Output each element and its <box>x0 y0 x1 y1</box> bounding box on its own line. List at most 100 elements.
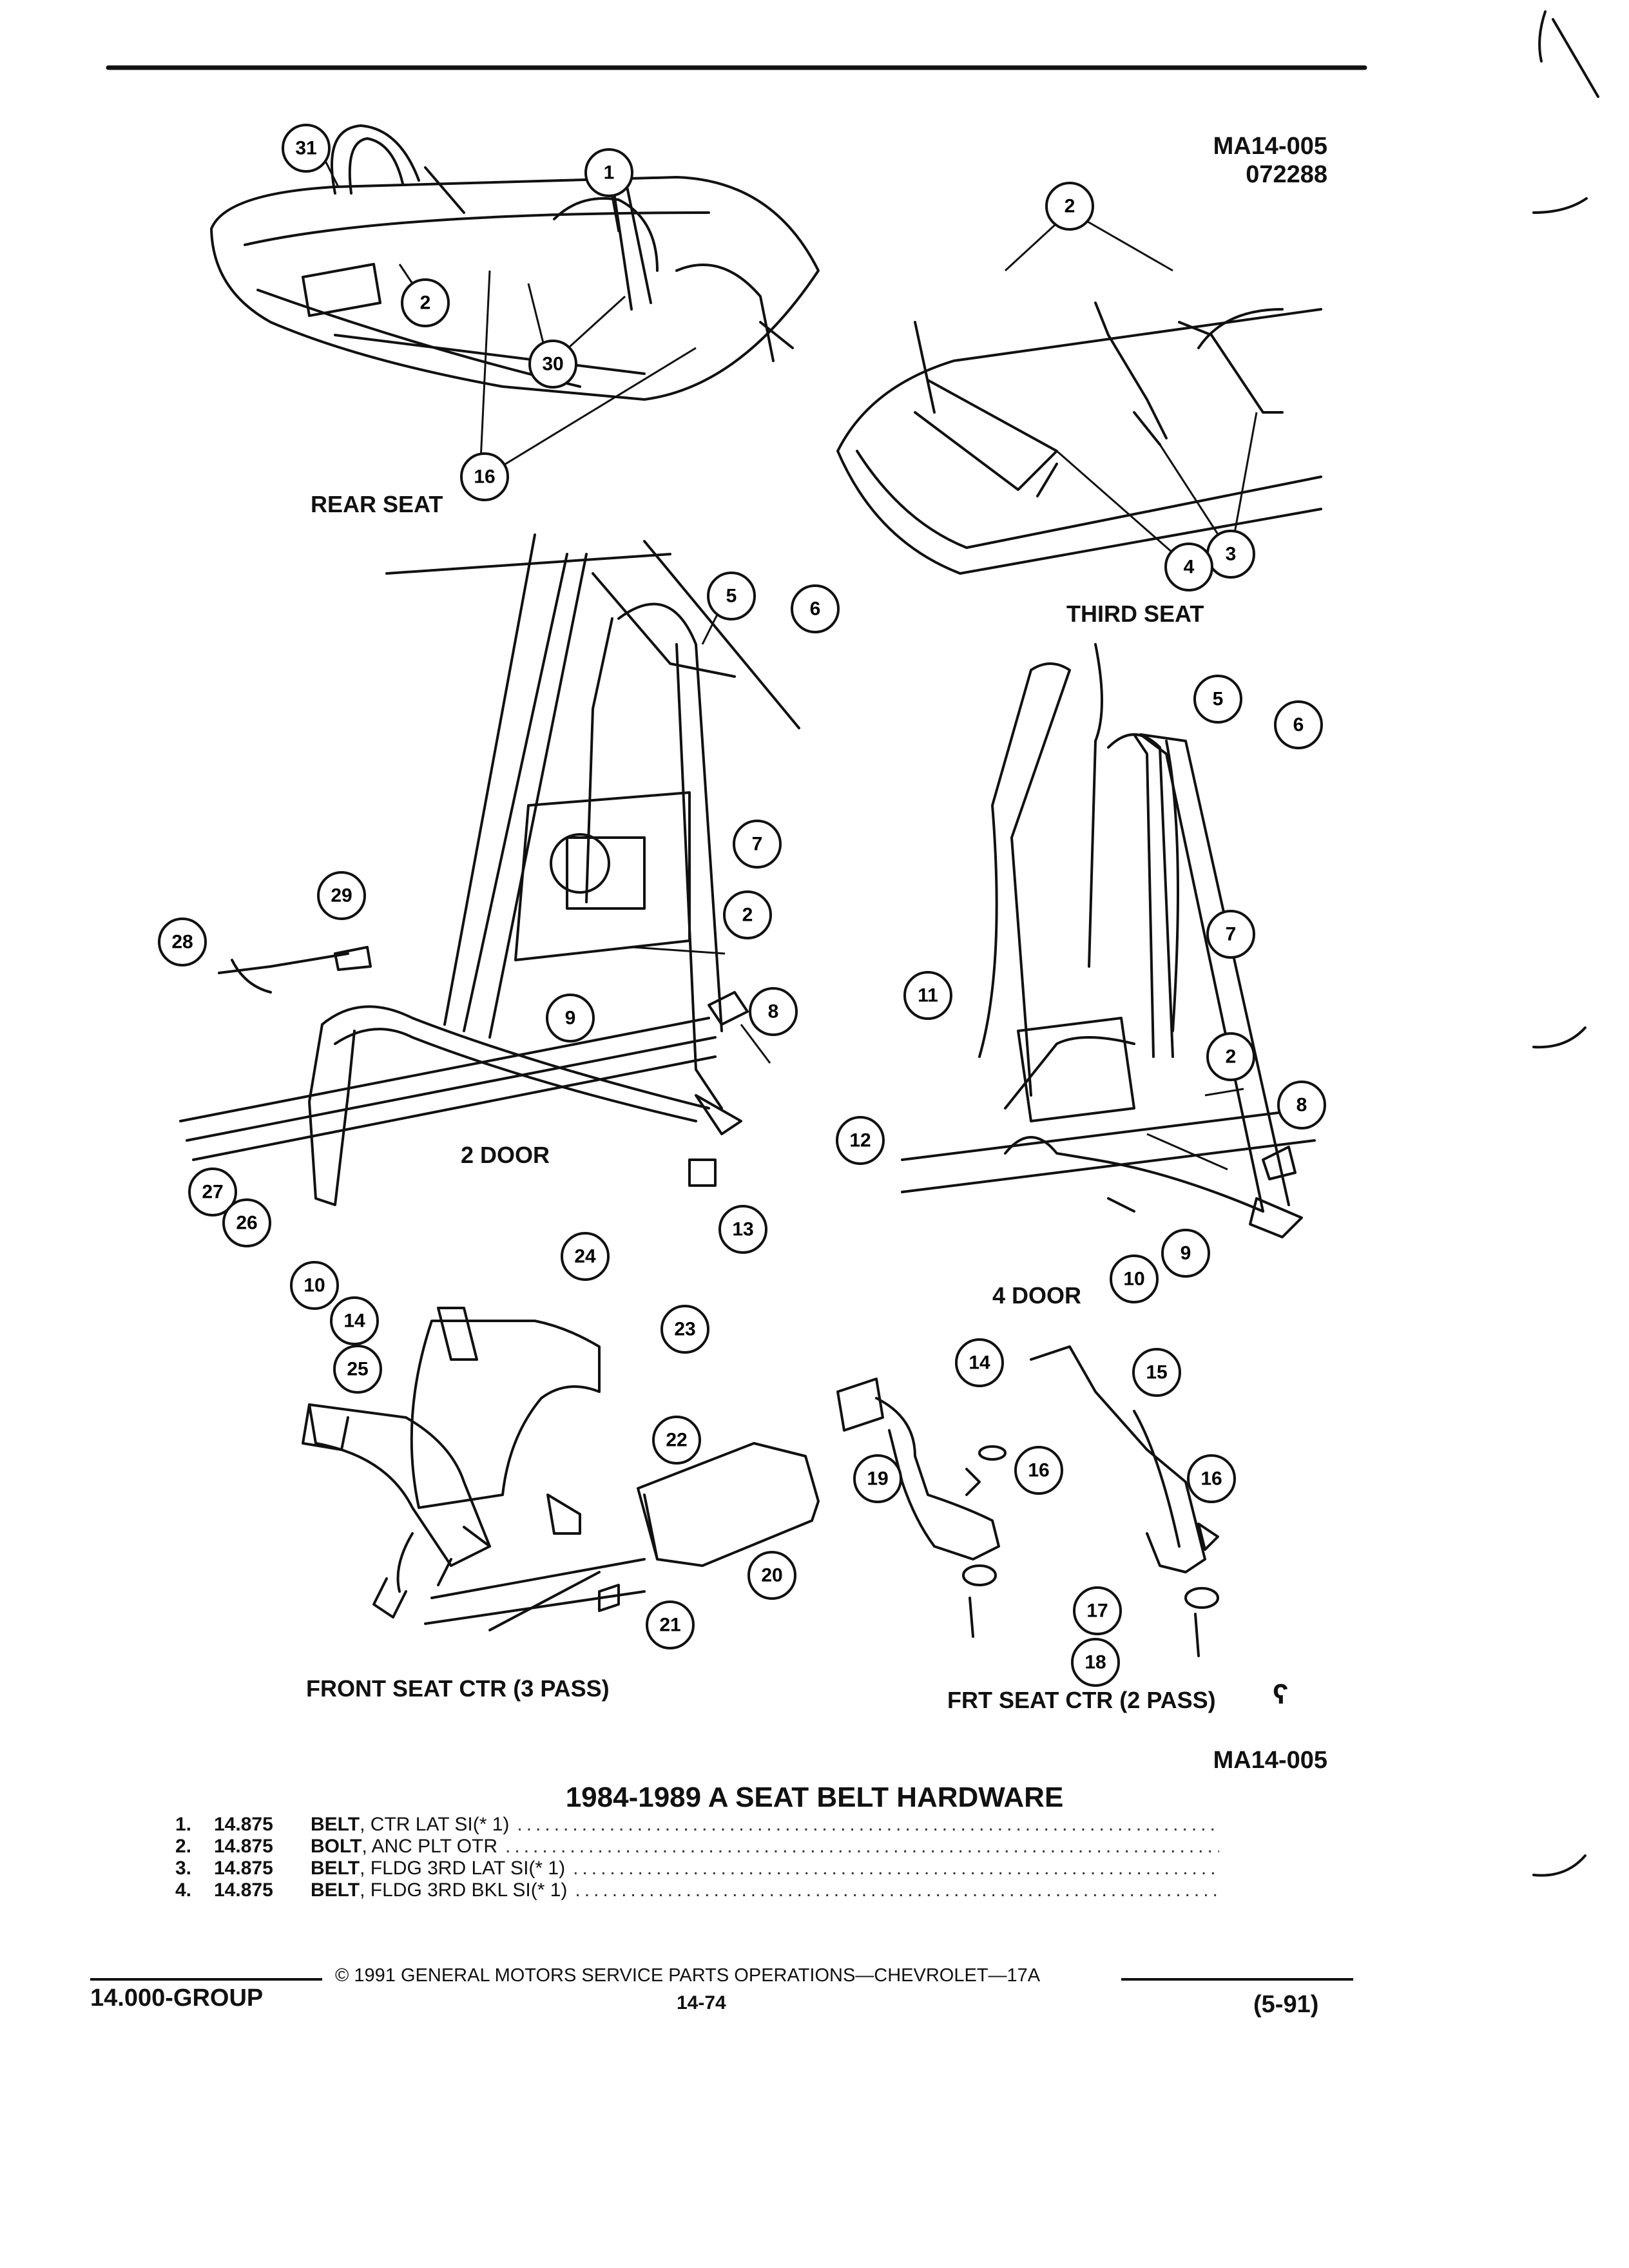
leader-dots: ........................................… <box>517 1814 1219 1835</box>
page-number: 14-74 <box>677 1992 726 2013</box>
svg-text:23: 23 <box>674 1319 695 1340</box>
svg-text:7: 7 <box>752 834 763 855</box>
part-code: 14.875 <box>214 1814 273 1835</box>
part-detail: , CTR LAT SI(* 1) <box>360 1814 510 1835</box>
gm-symbol-icon: ʕ <box>1273 1678 1289 1710</box>
part-detail: , FLDG 3RD LAT SI(* 1) <box>360 1858 566 1879</box>
callout-23: 23 <box>660 1305 709 1354</box>
section-front-seat-ctr-3-pass: FRONT SEAT CTR (3 PASS) <box>306 1675 610 1702</box>
part-name: BOLT <box>311 1836 362 1857</box>
svg-text:20: 20 <box>761 1565 782 1586</box>
callout-2: 2 <box>1045 182 1094 231</box>
callout-19: 19 <box>853 1454 902 1503</box>
callout-16: 16 <box>1014 1446 1063 1495</box>
svg-text:6: 6 <box>810 599 821 620</box>
svg-text:27: 27 <box>202 1182 223 1203</box>
part-name: BELT <box>311 1814 360 1835</box>
callout-25: 25 <box>333 1345 382 1394</box>
svg-text:8: 8 <box>768 1001 779 1023</box>
svg-text:22: 22 <box>666 1430 687 1451</box>
svg-text:2: 2 <box>1065 196 1075 217</box>
svg-text:16: 16 <box>474 466 495 488</box>
svg-text:21: 21 <box>659 1615 680 1636</box>
callout-2: 2 <box>401 278 450 327</box>
callout-8: 8 <box>749 987 798 1036</box>
part-code: 14.875 <box>214 1836 273 1857</box>
part-number: 2. <box>175 1836 192 1857</box>
svg-text:10: 10 <box>1123 1269 1144 1290</box>
part-number: 1. <box>175 1814 192 1835</box>
callout-12: 12 <box>836 1116 885 1165</box>
callout-3: 3 <box>1206 530 1255 579</box>
callout-6: 6 <box>791 584 840 633</box>
callout-16: 16 <box>460 452 509 501</box>
svg-text:2: 2 <box>742 905 753 926</box>
figure-ref-id: MA14-005 <box>1213 133 1327 160</box>
svg-text:24: 24 <box>574 1246 596 1267</box>
svg-text:16: 16 <box>1028 1460 1049 1481</box>
group-label: 14.000-GROUP <box>90 1984 264 2012</box>
callout-29: 29 <box>317 871 366 920</box>
section-4-door: 4 DOOR <box>992 1282 1082 1309</box>
svg-text:17: 17 <box>1086 1600 1108 1622</box>
leader-dots: ........................................… <box>505 1836 1219 1857</box>
callout-16: 16 <box>1187 1454 1236 1503</box>
callout-18: 18 <box>1071 1638 1120 1687</box>
svg-text:4: 4 <box>1184 557 1195 578</box>
svg-text:13: 13 <box>732 1219 753 1240</box>
callout-2: 2 <box>1206 1032 1255 1081</box>
svg-text:5: 5 <box>1213 689 1224 710</box>
callout-30: 30 <box>528 340 577 389</box>
svg-text:10: 10 <box>304 1275 325 1296</box>
callout-5: 5 <box>707 572 756 620</box>
svg-text:11: 11 <box>918 985 938 1006</box>
svg-text:9: 9 <box>565 1008 576 1029</box>
callout-22: 22 <box>652 1416 701 1465</box>
callout-6: 6 <box>1274 700 1323 749</box>
leader-dots: ........................................… <box>575 1879 1219 1901</box>
part-name: BELT <box>311 1858 360 1879</box>
svg-text:8: 8 <box>1296 1095 1307 1116</box>
callout-24: 24 <box>561 1232 610 1281</box>
page-title: 1984-1989 A SEAT BELT HARDWARE <box>565 1782 1064 1813</box>
callout-9: 9 <box>546 994 595 1043</box>
callout-14: 14 <box>330 1296 379 1345</box>
svg-text:5: 5 <box>726 586 737 607</box>
svg-text:16: 16 <box>1200 1468 1222 1490</box>
callout-11: 11 <box>903 971 952 1020</box>
callout-21: 21 <box>646 1600 695 1649</box>
svg-text:2: 2 <box>1226 1046 1237 1068</box>
figure-ref-bottom: MA14-005 <box>1213 1747 1327 1774</box>
parts-list-row: 3. 14.875 BELT , FLDG 3RD LAT SI(* 1) ..… <box>175 1858 1219 1879</box>
callout-15: 15 <box>1132 1348 1181 1397</box>
callout-31: 31 <box>282 124 331 173</box>
callout-9: 9 <box>1161 1229 1210 1278</box>
callout-10: 10 <box>1110 1254 1159 1303</box>
section-third-seat: THIRD SEAT <box>1066 601 1204 627</box>
copyright-notice: © 1991 GENERAL MOTORS SERVICE PARTS OPER… <box>335 1965 1041 1986</box>
part-code: 14.875 <box>214 1858 273 1879</box>
svg-text:18: 18 <box>1084 1652 1106 1673</box>
figure-ref-date: 072288 <box>1246 161 1327 188</box>
callout-7: 7 <box>733 820 782 869</box>
svg-text:1: 1 <box>604 162 615 184</box>
svg-text:14: 14 <box>969 1352 990 1374</box>
svg-text:7: 7 <box>1226 924 1237 945</box>
part-number: 3. <box>175 1858 192 1879</box>
svg-text:9: 9 <box>1181 1243 1191 1264</box>
svg-text:14: 14 <box>343 1311 365 1332</box>
callout-13: 13 <box>718 1205 767 1254</box>
svg-text:29: 29 <box>331 885 352 907</box>
section-2-door: 2 DOOR <box>461 1142 550 1168</box>
parts-list-row: 2. 14.875 BOLT , ANC PLT OTR ...........… <box>175 1836 1219 1858</box>
svg-text:25: 25 <box>347 1359 368 1380</box>
callout-28: 28 <box>158 918 207 966</box>
part-detail: , ANC PLT OTR <box>361 1836 498 1857</box>
revision-date: (5-91) <box>1253 1991 1319 2018</box>
part-name: BELT <box>311 1879 360 1901</box>
callout-4: 4 <box>1164 543 1213 591</box>
part-code: 14.875 <box>214 1879 273 1901</box>
figure-ref-top: MA14-005 072288 <box>1134 132 1327 189</box>
section-front-seat-ctr-2-pass: FRT SEAT CTR (2 PASS) <box>947 1687 1216 1713</box>
